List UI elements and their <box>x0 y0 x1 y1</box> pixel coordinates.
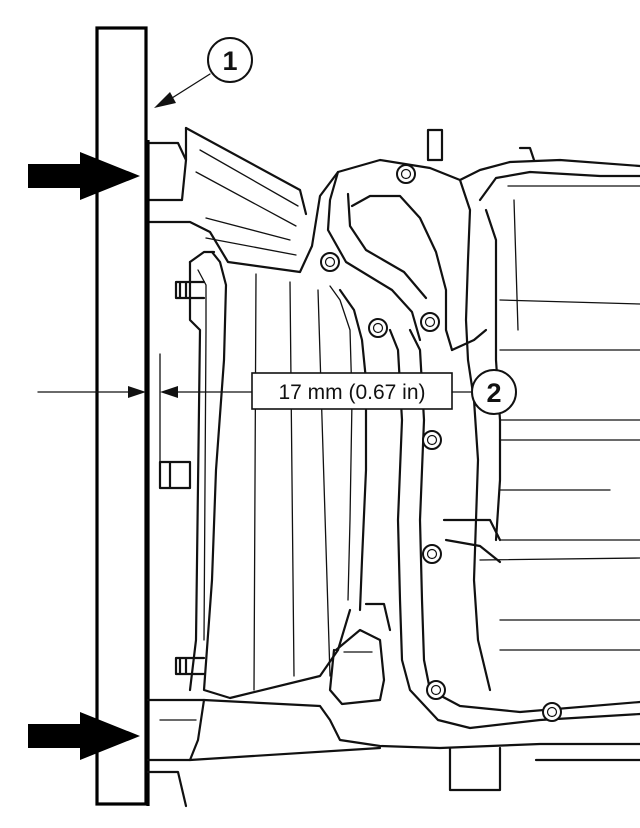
callout-1: 1 <box>154 37 253 108</box>
bolt-heads <box>320 164 562 722</box>
callout-1-number: 1 <box>222 46 237 76</box>
straight-edge-bar <box>95 26 148 806</box>
engine-block-outline <box>146 126 640 808</box>
push-direction-arrows <box>28 152 140 760</box>
dimension-marker: 17 mm (0.67 in) <box>37 353 473 481</box>
dimension-label-box <box>251 372 453 410</box>
dimension-label: 17 mm (0.67 in) <box>278 381 425 404</box>
callout-2-number: 2 <box>486 378 501 408</box>
callout-2: 2 <box>471 369 517 415</box>
